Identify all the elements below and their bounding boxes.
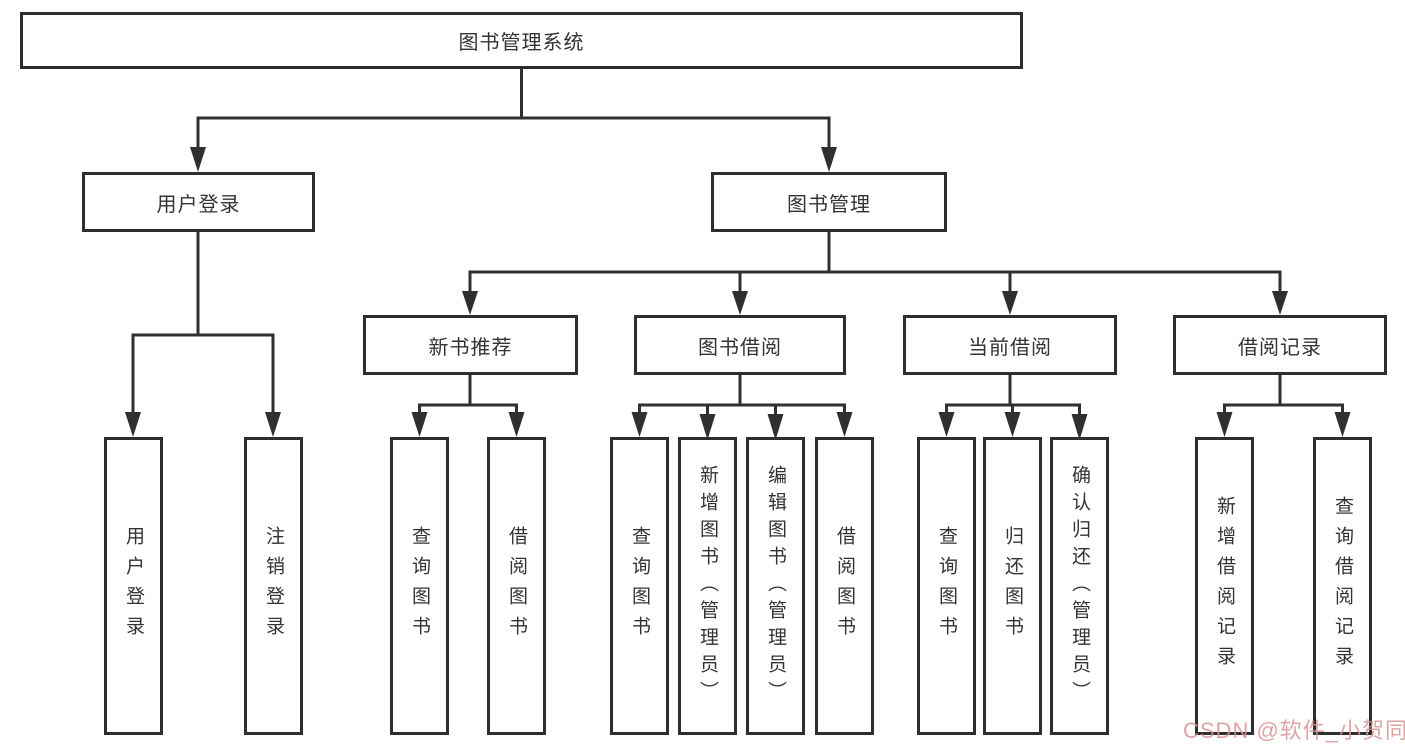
- node-leaf-query-book-1-label: 查询图书: [409, 526, 430, 646]
- node-book-borrow-label: 图书借阅: [698, 336, 782, 359]
- node-leaf-query-book-3: 查询图书: [917, 437, 976, 735]
- node-leaf-return-book: 归还图书: [983, 437, 1042, 735]
- node-leaf-edit-book-admin: 编辑图书（管理员）: [746, 437, 805, 735]
- watermark: CSDN @软件_小贺同学: [1183, 718, 1405, 743]
- node-book-management: 图书管理: [711, 172, 947, 232]
- node-leaf-borrow-book-1: 借阅图书: [487, 437, 546, 735]
- node-leaf-add-borrow-record: 新增借阅记录: [1195, 437, 1254, 735]
- node-leaf-user-login-label: 用户登录: [123, 526, 144, 646]
- node-leaf-query-book-3-label: 查询图书: [936, 526, 957, 646]
- node-leaf-add-book-admin: 新增图书（管理员）: [678, 437, 737, 735]
- node-leaf-borrow-book-1-label: 借阅图书: [506, 526, 527, 646]
- node-root-system: 图书管理系统: [20, 12, 1023, 69]
- node-leaf-query-book-2: 查询图书: [610, 437, 669, 735]
- node-current-borrow-label: 当前借阅: [968, 336, 1052, 359]
- node-leaf-add-book-admin-label: 新增图书（管理员）: [697, 464, 718, 708]
- node-leaf-query-book-2-label: 查询图书: [629, 526, 650, 646]
- node-user-login-label: 用户登录: [156, 193, 241, 216]
- node-leaf-add-borrow-record-label: 新增借阅记录: [1214, 496, 1235, 676]
- node-borrow-record-label: 借阅记录: [1238, 336, 1322, 359]
- node-user-login: 用户登录: [82, 172, 315, 232]
- node-new-book-recommend-label: 新书推荐: [428, 336, 513, 359]
- node-leaf-query-book-1: 查询图书: [390, 437, 449, 735]
- node-book-management-label: 图书管理: [787, 193, 871, 216]
- node-leaf-edit-book-admin-label: 编辑图书（管理员）: [765, 464, 786, 708]
- node-new-book-recommend: 新书推荐: [363, 315, 578, 375]
- node-leaf-query-borrow-record-label: 查询借阅记录: [1332, 496, 1353, 676]
- node-leaf-borrow-book-2-label: 借阅图书: [834, 526, 855, 646]
- node-leaf-borrow-book-2: 借阅图书: [815, 437, 874, 735]
- node-book-borrow: 图书借阅: [634, 315, 846, 375]
- node-current-borrow: 当前借阅: [903, 315, 1117, 375]
- node-leaf-confirm-return-admin: 确认归还（管理员）: [1050, 437, 1109, 735]
- node-leaf-logout: 注销登录: [244, 437, 303, 735]
- node-leaf-query-borrow-record: 查询借阅记录: [1313, 437, 1372, 735]
- node-leaf-user-login: 用户登录: [104, 437, 163, 735]
- node-root-label: 图书管理系统: [458, 32, 585, 54]
- node-borrow-record: 借阅记录: [1173, 315, 1387, 375]
- node-leaf-confirm-return-admin-label: 确认归还（管理员）: [1069, 464, 1090, 708]
- node-leaf-return-book-label: 归还图书: [1002, 526, 1023, 646]
- node-leaf-logout-label: 注销登录: [263, 526, 284, 646]
